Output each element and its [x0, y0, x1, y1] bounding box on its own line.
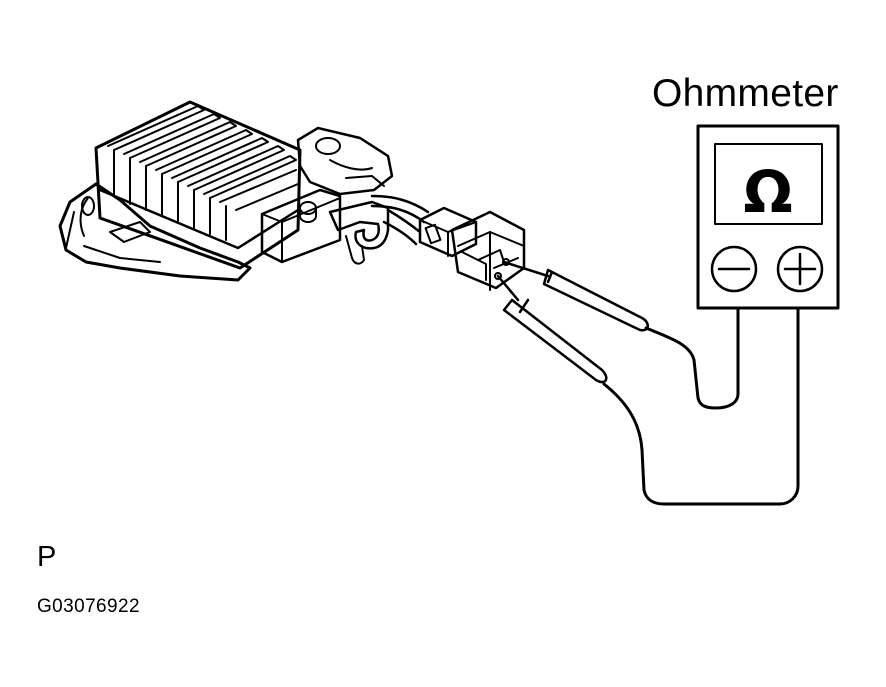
negative-terminal: [710, 245, 758, 293]
ohmmeter-display: [714, 143, 823, 225]
positive-terminal: [776, 245, 824, 293]
wire-clip: [328, 200, 390, 250]
figure-code: G03076922: [37, 596, 140, 617]
regulator-bracket: [58, 182, 252, 282]
ohmmeter-label: Ohmmeter: [652, 72, 839, 115]
wiring-connector: [418, 206, 526, 291]
heat-sink: [94, 100, 302, 270]
terminal-housing: [260, 188, 342, 264]
view-label: P: [37, 541, 57, 573]
mounting-ear: [296, 126, 394, 196]
test-probe-lower: [496, 274, 608, 384]
voltage-regulator: [58, 100, 394, 282]
test-probe-upper: [502, 260, 649, 332]
test-lead-negative: [644, 306, 740, 410]
test-lead-positive: [602, 306, 800, 506]
ohmmeter: [696, 124, 840, 310]
heat-sink-fins: [107, 105, 299, 241]
plus-icon: [783, 252, 817, 286]
ohmmeter-body: [696, 124, 840, 310]
ohm-symbol: Ω: [743, 158, 792, 226]
